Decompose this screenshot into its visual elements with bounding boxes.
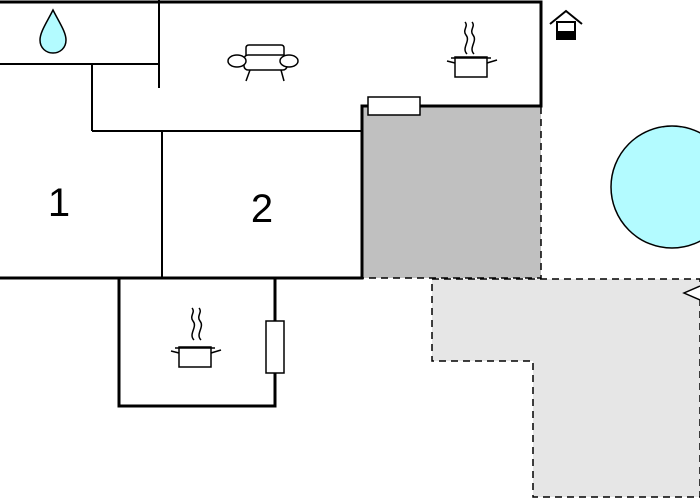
open-terrace: [431, 278, 700, 498]
sofa-icon: [227, 44, 299, 82]
terrace-icon: [682, 285, 700, 301]
cooking-pot-icon: [446, 21, 498, 78]
water-drop-icon: [39, 8, 67, 54]
house-icon: [549, 9, 583, 40]
cooking-pot-icon-lower: [170, 307, 222, 368]
room-label-1: 1: [48, 181, 70, 225]
exterior-walls: [0, 0, 543, 408]
window-side: [265, 320, 285, 374]
window-top: [367, 96, 421, 116]
pool: [610, 125, 700, 249]
covered-terrace-dashed-edge: [363, 107, 542, 279]
room-label-2: 2: [251, 187, 273, 231]
covered-terrace: [363, 107, 541, 278]
